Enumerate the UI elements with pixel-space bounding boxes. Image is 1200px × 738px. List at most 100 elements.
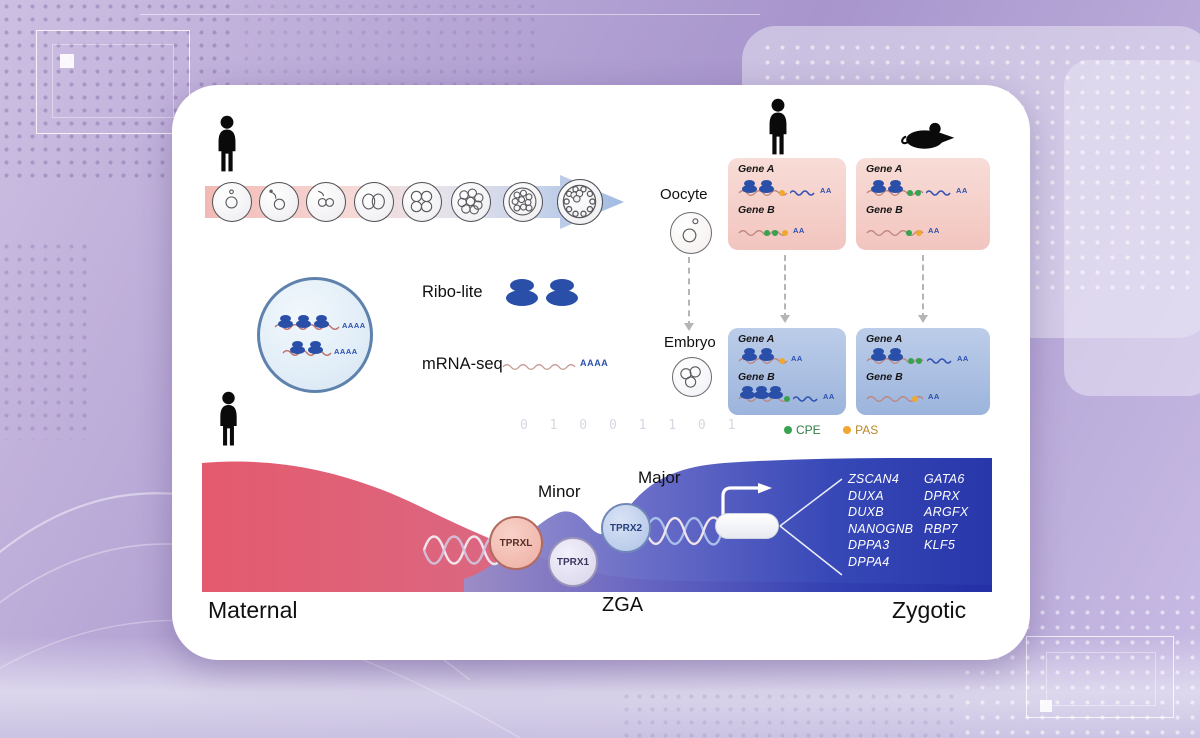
tprx2-label: TPRX2 xyxy=(609,522,643,534)
stage-pronuclei xyxy=(306,182,346,222)
cpe-pas-legend: CPE PAS xyxy=(784,421,878,439)
long-polya-tail xyxy=(790,190,815,196)
zga-gene: DPRX xyxy=(924,488,960,503)
stage-fertilization xyxy=(259,182,299,222)
embryo-label: Embryo xyxy=(664,334,716,351)
mouse-embryo-panel: Gene A AA Gene B AA xyxy=(856,328,990,415)
cpe-icon xyxy=(784,396,790,402)
long-polya-tail xyxy=(793,396,818,402)
zga-label: ZGA xyxy=(602,594,644,616)
cpe-icon xyxy=(772,230,778,236)
pas-icon xyxy=(916,230,922,236)
ribo-lite-label: Ribo-lite xyxy=(422,283,483,301)
maternal-label: Maternal xyxy=(208,597,298,623)
diagram-card: AAAA AAAA Ribo-lite mRNA-seq AAAA 0 1 0 … xyxy=(172,85,1030,660)
ribosome-icon xyxy=(754,386,769,399)
pas-icon xyxy=(779,190,785,196)
tprx1-circle: TPRX1 xyxy=(548,537,598,587)
long-polya-tail xyxy=(926,190,951,196)
gene-b-label: Gene B xyxy=(738,204,775,216)
ribosome-icon xyxy=(308,341,323,354)
long-polya-tail xyxy=(927,358,952,364)
gene-body-pill xyxy=(715,513,779,539)
cpe-icon xyxy=(906,230,912,236)
polya-tail-text: AA xyxy=(793,226,805,235)
zga-gene-column-2: GATA6 DPRX ARGFX RBP7 KLF5 xyxy=(924,471,969,554)
gene-b-mrna-row: AA xyxy=(738,386,842,404)
mouse-oocyte-panel: Gene A AA Gene B AA xyxy=(856,158,990,250)
gene-a-mrna-row: AA xyxy=(738,180,842,198)
polya-tail-text: AA xyxy=(956,186,968,195)
pas-icon xyxy=(779,358,785,364)
polya-tail-text: AA xyxy=(823,392,835,401)
stage-2cell xyxy=(354,182,394,222)
gene-b-mrna-row: AA xyxy=(866,224,984,238)
human-icon xyxy=(220,391,237,446)
polya-tail-text: AAAA xyxy=(580,358,609,368)
human-panel-arrow xyxy=(780,255,790,323)
dot-grid-left xyxy=(0,240,90,440)
stage-4cell xyxy=(402,182,442,222)
human-oocyte-panel: Gene A AA Gene B AA xyxy=(728,158,846,250)
ribosome-icon xyxy=(278,315,293,328)
polya-tail-text: AAAA xyxy=(334,347,358,356)
ribosome-icon xyxy=(742,348,757,361)
ribosome-icon xyxy=(888,180,903,193)
binary-decor: 0 1 0 0 1 1 0 1 xyxy=(520,418,743,433)
oocyte-cell xyxy=(670,212,712,254)
mrna-strand xyxy=(866,358,924,364)
gene-b-mrna-row: AA xyxy=(866,390,984,404)
zygotic-label: Zygotic xyxy=(892,597,967,623)
cpe-icon xyxy=(764,230,770,236)
gene-b-label: Gene B xyxy=(866,371,903,383)
decor-line-top xyxy=(140,14,760,15)
oocyte-label: Oocyte xyxy=(660,186,708,203)
gene-a-mrna-row: AA xyxy=(738,348,842,366)
polya-tail-text: AA xyxy=(791,354,803,363)
gene-a-label: Gene A xyxy=(866,163,903,175)
ribosome-icon xyxy=(768,386,783,399)
gene-a-label: Gene A xyxy=(738,163,775,175)
gene-b-mrna-row: AA xyxy=(738,224,842,238)
ribosome-icon xyxy=(506,279,538,306)
pas-icon xyxy=(843,425,852,434)
ribosome-icon xyxy=(740,386,755,399)
mrna-strand xyxy=(866,190,924,196)
stage-blastocyst xyxy=(557,179,603,225)
zga-gene: KLF5 xyxy=(924,538,956,552)
zga-gene: DPPA3 xyxy=(848,538,890,552)
decor-square-top-left xyxy=(60,54,74,68)
cpe-icon xyxy=(784,425,792,434)
mrna-strand xyxy=(502,364,576,370)
maternal-wave-shape xyxy=(202,461,992,592)
cpe-icon xyxy=(908,358,914,364)
gene-a-label: Gene A xyxy=(866,333,903,345)
major-zga-label: Major xyxy=(638,468,681,487)
gene-b-label: Gene B xyxy=(866,204,903,216)
transcription-arrow-icon xyxy=(721,483,772,516)
polya-tail-text: AA xyxy=(820,186,832,195)
polya-tail-text: AA xyxy=(928,392,940,401)
decor-frame-top-left xyxy=(36,30,190,134)
human-icon xyxy=(218,115,236,172)
zga-gene: DUXB xyxy=(848,505,884,519)
zga-gene-column-1: ZSCAN4 DUXA DUXB NANOGNB DPPA3 DPPA4 xyxy=(848,471,913,570)
stage-oocyte xyxy=(212,182,252,222)
oocyte-to-embryo-arrow xyxy=(684,257,694,331)
mrna-strand xyxy=(738,230,788,236)
mouse-icon xyxy=(901,121,956,150)
mrna-strand xyxy=(866,230,924,236)
polya-tail-text: AA xyxy=(928,226,940,235)
zga-gene: DPPA4 xyxy=(848,554,890,569)
decor-frame-bottom-right xyxy=(1026,636,1174,718)
tprx2-circle: TPRX2 xyxy=(601,503,651,553)
gene-a-mrna-row: AA xyxy=(866,180,984,198)
cpe-icon xyxy=(915,190,921,196)
ribosome-icon xyxy=(314,315,329,328)
embryo-cell xyxy=(672,357,712,397)
ribosome-icon xyxy=(759,180,774,193)
tprxl-circle: TPRXL xyxy=(489,516,543,570)
polya-tail-text: AAAA xyxy=(342,321,366,330)
ribosome-icon xyxy=(871,348,886,361)
